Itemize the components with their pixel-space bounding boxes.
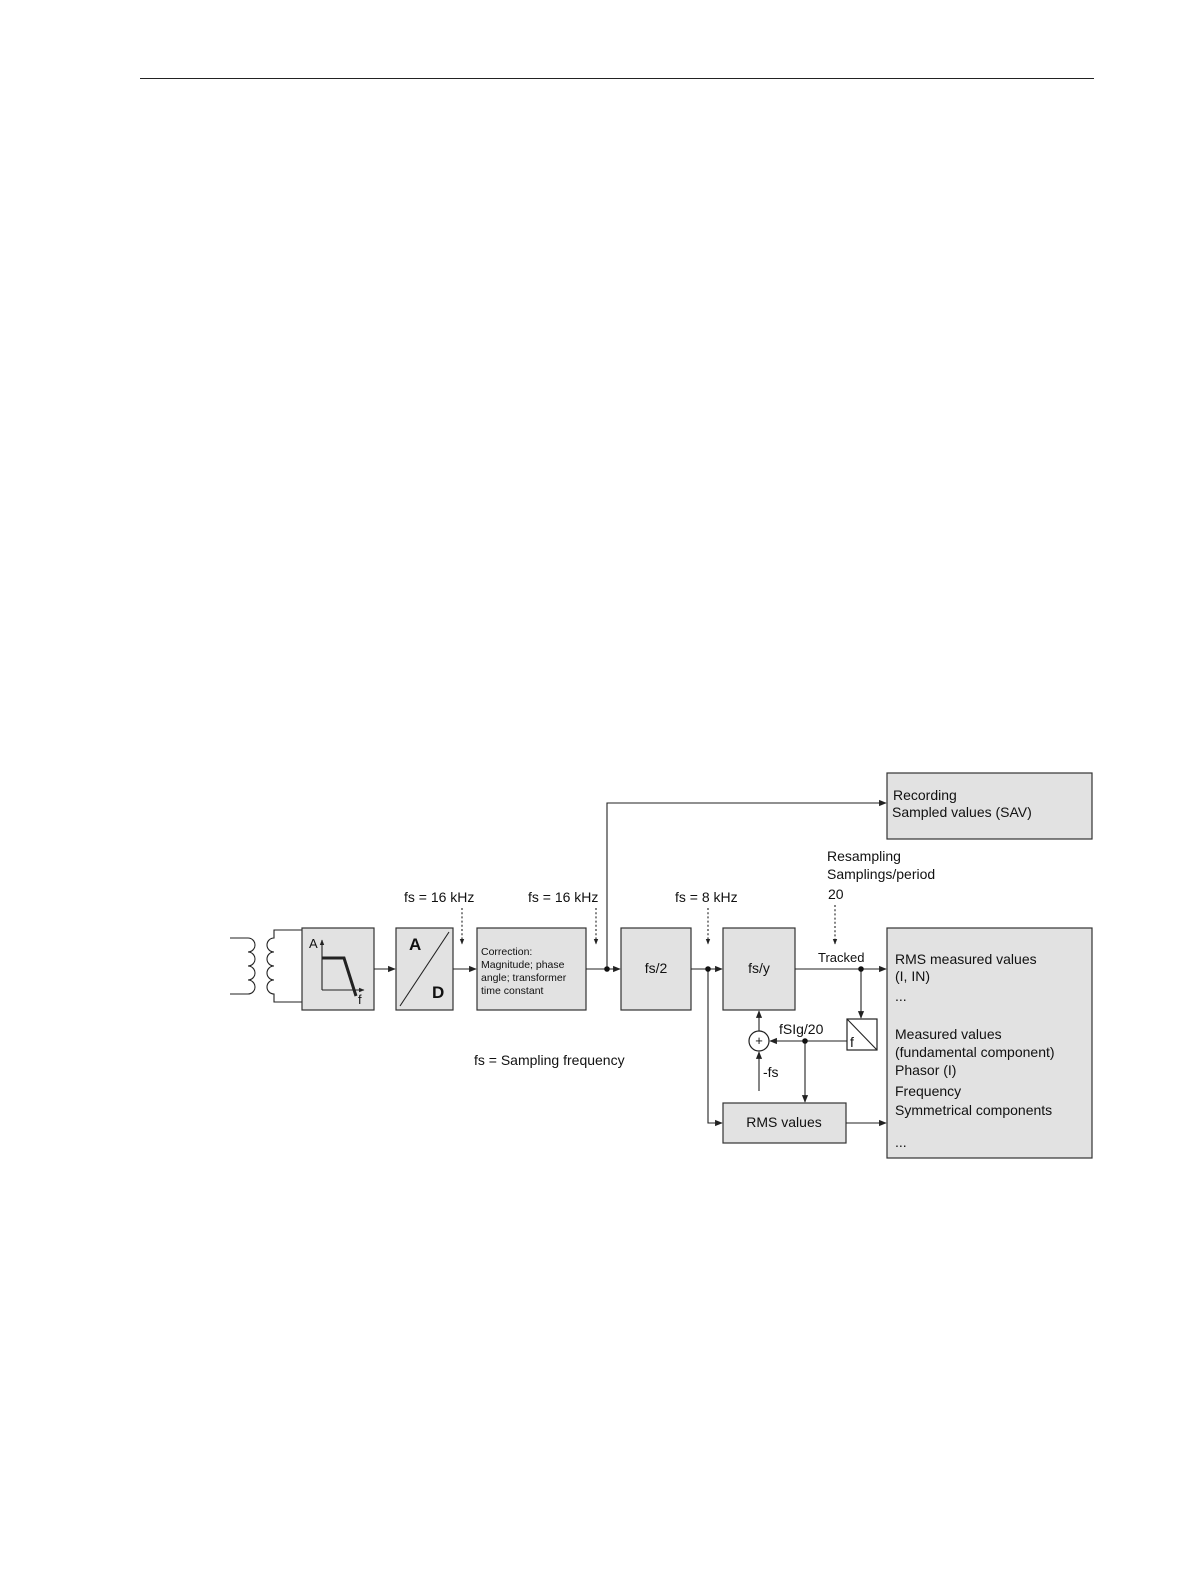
correction-line-2: Magnitude; phase bbox=[481, 959, 565, 971]
correction-line-4: time constant bbox=[481, 985, 544, 997]
fs-8khz-label: fs = 8 kHz bbox=[675, 889, 738, 905]
recording-title: Recording bbox=[893, 787, 957, 803]
output-block: RMS measured values (I, IN) ... Measured… bbox=[886, 927, 1093, 1159]
recording-block: Recording Sampled values (SAV) bbox=[886, 772, 1093, 840]
ad-analog-label: A bbox=[409, 935, 421, 954]
output-symmetrical: Symmetrical components bbox=[895, 1102, 1052, 1118]
fs-16khz-label-b: fs = 16 kHz bbox=[528, 889, 598, 905]
tracked-label: Tracked bbox=[818, 950, 864, 965]
correction-line-3: angle; transformer bbox=[481, 972, 567, 984]
output-rms-quantities: (I, IN) bbox=[895, 968, 930, 984]
output-phasor: Phasor (I) bbox=[895, 1062, 956, 1078]
resampling-caption: Resampling bbox=[827, 848, 901, 864]
lowpass-filter-block: A f bbox=[301, 927, 375, 1011]
current-transformer-icon bbox=[230, 929, 302, 1003]
correction-line-1: Correction: bbox=[481, 946, 532, 958]
resampling-block: fs/y bbox=[722, 927, 796, 1011]
output-ellipsis-2: ... bbox=[895, 1134, 907, 1150]
samplings-value: 20 bbox=[828, 886, 844, 902]
decimation-block: fs/2 bbox=[620, 927, 692, 1011]
ad-converter-block: A D bbox=[395, 927, 454, 1011]
output-ellipsis-1: ... bbox=[895, 988, 907, 1004]
sampling-indicators bbox=[459, 905, 838, 945]
frequency-tracker-label: f bbox=[850, 1034, 854, 1050]
rms-values-block: RMS values bbox=[722, 1102, 847, 1144]
output-frequency: Frequency bbox=[895, 1083, 961, 1099]
summing-junction: + bbox=[748, 1030, 770, 1052]
correction-block: Correction: Magnitude; phase angle; tran… bbox=[476, 927, 587, 1011]
filter-amplitude-label: A bbox=[309, 936, 318, 951]
filter-frequency-label: f bbox=[358, 992, 362, 1007]
output-rms-measured: RMS measured values bbox=[895, 951, 1037, 967]
recording-subtitle: Sampled values (SAV) bbox=[892, 804, 1032, 820]
signal-flow-lines bbox=[374, 799, 887, 1127]
frequency-tracker-block: f bbox=[846, 1018, 878, 1051]
summing-plus: + bbox=[755, 1033, 763, 1048]
output-fundamental: (fundamental component) bbox=[895, 1044, 1055, 1060]
rms-values-label: RMS values bbox=[746, 1114, 821, 1130]
fs-16khz-label-a: fs = 16 kHz bbox=[404, 889, 474, 905]
fsig-label: fSIg/20 bbox=[779, 1021, 824, 1037]
sampling-frequency-note: fs = Sampling frequency bbox=[474, 1052, 625, 1068]
header-rule bbox=[140, 78, 1094, 79]
decimation-label: fs/2 bbox=[645, 960, 668, 976]
resampling-label: fs/y bbox=[748, 960, 770, 976]
junction-dots bbox=[604, 966, 864, 1044]
output-measured-values: Measured values bbox=[895, 1026, 1002, 1042]
samplings-period-caption: Samplings/period bbox=[827, 866, 935, 882]
ad-digital-label: D bbox=[432, 983, 444, 1002]
minus-fs-label: -fs bbox=[763, 1064, 779, 1080]
